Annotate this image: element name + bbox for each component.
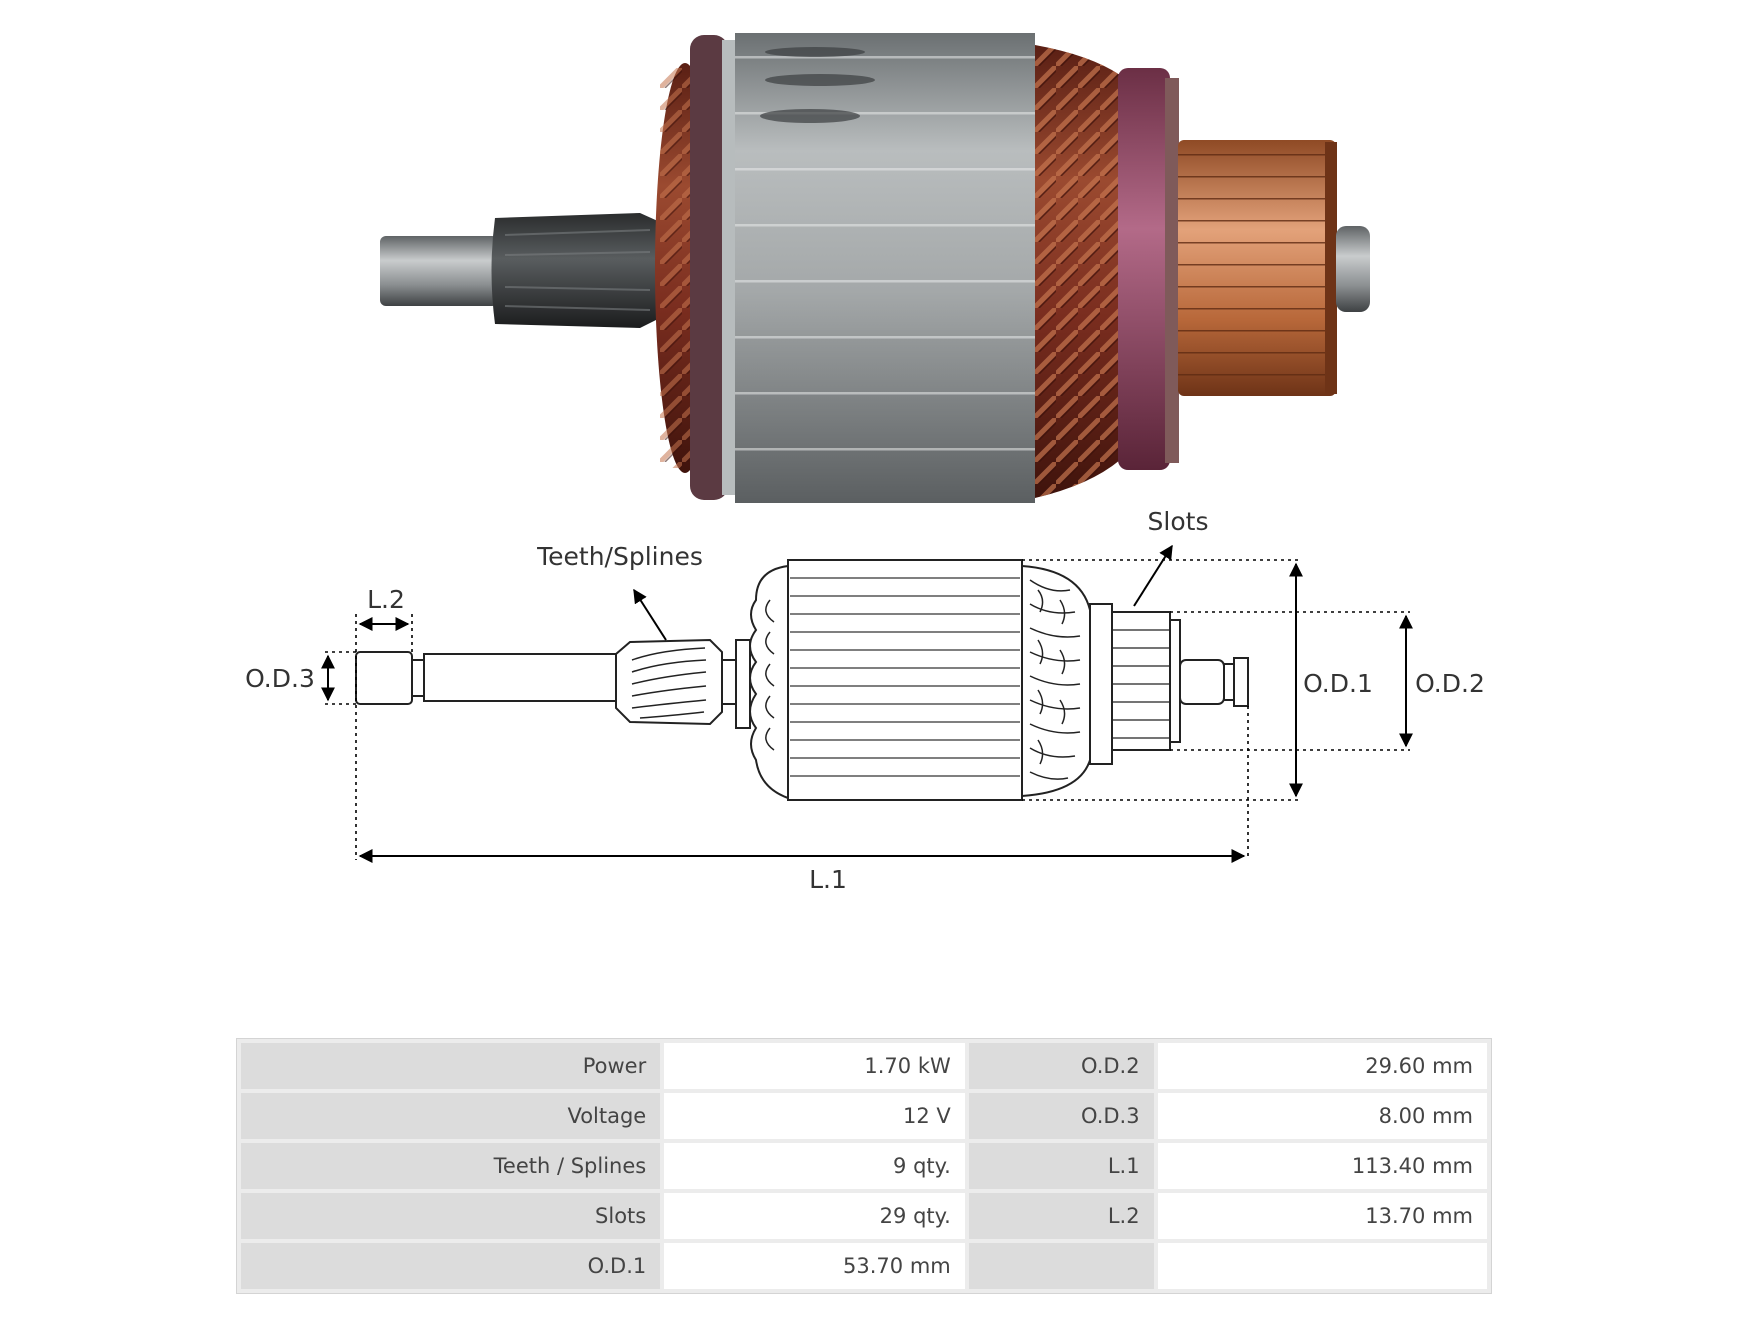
photo-pinion-gear [491, 213, 660, 328]
specifications-table: Power 1.70 kW O.D.2 29.60 mm Voltage 12 … [236, 1038, 1492, 1294]
drawing-splines [615, 638, 723, 726]
spec-label: Teeth / Splines [241, 1143, 661, 1189]
spec-label: L.1 [968, 1143, 1154, 1189]
spec-label: O.D.2 [968, 1043, 1154, 1089]
table-row: O.D.1 53.70 mm [241, 1243, 1487, 1289]
label-od3: O.D.3 [245, 664, 315, 693]
spec-label: O.D.3 [968, 1093, 1154, 1139]
drawing-core [787, 559, 1023, 801]
armature-photo [380, 33, 1370, 503]
spec-label: Power [241, 1043, 661, 1089]
label-od2: O.D.2 [1415, 669, 1485, 698]
spec-value: 1.70 kW [664, 1043, 965, 1089]
label-od1: O.D.1 [1303, 669, 1373, 698]
spec-value: 113.40 mm [1157, 1143, 1487, 1189]
spec-label [968, 1243, 1154, 1289]
table-row: Slots 29 qty. L.2 13.70 mm [241, 1193, 1487, 1239]
photo-end-plate [690, 35, 728, 500]
spec-label: Voltage [241, 1093, 661, 1139]
drawing-commutator [1111, 611, 1171, 751]
spec-value: 12 V [664, 1093, 965, 1139]
photo-shaft-right [1336, 226, 1370, 312]
table-row: Voltage 12 V O.D.3 8.00 mm [241, 1093, 1487, 1139]
dimension-drawing: Teeth/Splines Slots L.2 O.D.3 O.D.1 O.D.… [245, 507, 1485, 894]
drawing-shaft-right [1179, 659, 1225, 705]
teeth-leader-arrow [633, 588, 667, 641]
drawing-end-winding-right [1021, 564, 1091, 798]
spec-value: 8.00 mm [1157, 1093, 1487, 1139]
spec-value: 29 qty. [664, 1193, 965, 1239]
table-row: Power 1.70 kW O.D.2 29.60 mm [241, 1043, 1487, 1089]
spec-label: Slots [241, 1193, 661, 1239]
slots-leader-arrow [1133, 544, 1173, 607]
photo-insulator-ring [1118, 68, 1170, 470]
spec-value: 9 qty. [664, 1143, 965, 1189]
photo-shaft-left [380, 236, 498, 306]
table-row: Teeth / Splines 9 qty. L.1 113.40 mm [241, 1143, 1487, 1189]
spec-value: 13.70 mm [1157, 1193, 1487, 1239]
drawing-shaft [423, 653, 617, 702]
spec-label: O.D.1 [241, 1243, 661, 1289]
spec-value [1157, 1243, 1487, 1289]
spec-value: 29.60 mm [1157, 1043, 1487, 1089]
label-slots: Slots [1148, 507, 1209, 536]
spec-label: L.2 [968, 1193, 1154, 1239]
drawing-shaft-end [355, 651, 413, 705]
label-teeth-splines: Teeth/Splines [536, 542, 703, 571]
spec-value: 53.70 mm [664, 1243, 965, 1289]
label-l2: L.2 [367, 585, 405, 614]
label-l1: L.1 [809, 865, 847, 894]
